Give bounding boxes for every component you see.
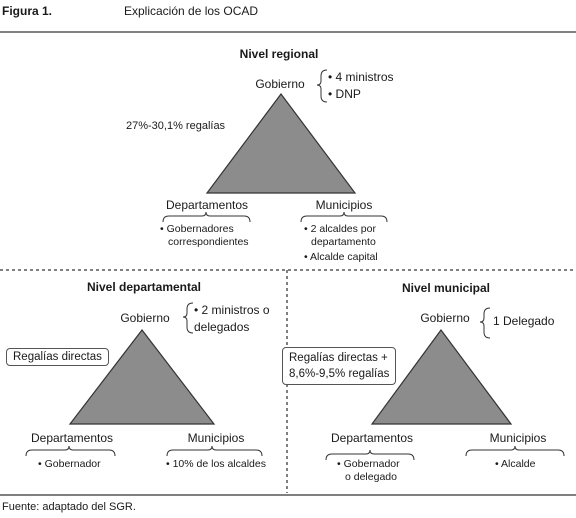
departamental-gobierno-brace xyxy=(182,302,194,334)
municipal-municipios-brace xyxy=(465,445,565,457)
municipal-departamentos-item-2: o delegado xyxy=(345,471,397,483)
regional-gobierno-item-1: • 4 ministros xyxy=(328,70,394,84)
municipal-gobierno-label: Gobierno xyxy=(420,311,470,325)
municipal-gobierno-item-1: 1 Delegado xyxy=(493,314,555,328)
regional-triangle xyxy=(205,92,357,194)
departamental-municipios-brace xyxy=(166,445,263,457)
departamental-gobierno-item-1: • 2 ministros o xyxy=(194,303,270,317)
municipal-departamentos-item-1: • Gobernador xyxy=(337,458,400,470)
departamental-departamentos-item-1: • Gobernador xyxy=(38,458,101,470)
departamental-title: Nivel departamental xyxy=(86,280,202,294)
regional-municipios-item-1: • 2 alcaldes por xyxy=(304,223,376,235)
regional-departamentos-item-2: correspondientes xyxy=(168,236,249,248)
municipal-municipios-item-1: • Alcalde xyxy=(495,458,536,470)
regional-municipios-brace xyxy=(300,211,388,223)
regional-gobierno-item-2: • DNP xyxy=(328,87,361,101)
municipal-municipios-label: Municipios xyxy=(489,431,547,445)
departamental-gobierno-item-2: delegados xyxy=(194,320,250,334)
departamental-regalias-box: Regalías directas xyxy=(6,348,109,366)
departamental-departamentos-label: Departamentos xyxy=(30,431,114,445)
departamental-regalias-label: Regalías directas xyxy=(13,351,102,363)
departamental-municipios-item-1: • 10% de los alcaldes xyxy=(166,458,266,470)
municipal-gobierno-brace xyxy=(479,307,491,339)
regional-departamentos-item-1: • Gobernadores xyxy=(160,223,234,235)
departamental-gobierno-label: Gobierno xyxy=(120,311,170,325)
regional-gobierno-label: Gobierno xyxy=(255,77,305,91)
regional-municipios-label: Municipios xyxy=(315,198,373,212)
municipal-departamentos-label: Departamentos xyxy=(330,431,414,445)
regional-departamentos-brace xyxy=(162,211,251,223)
municipal-departamentos-brace xyxy=(325,449,415,461)
regional-municipios-item-3: • Alcalde capital xyxy=(304,251,378,263)
regional-title: Nivel regional xyxy=(239,47,319,61)
municipal-triangle xyxy=(370,328,513,425)
figure-title: Explicación de los OCAD xyxy=(124,4,259,18)
departamental-municipios-label: Municipios xyxy=(187,431,245,445)
municipal-regalias-line-2: 8,6%-9,5% regalías xyxy=(289,368,390,380)
municipal-title: Nivel municipal xyxy=(401,281,491,295)
regional-departamentos-label: Departamentos xyxy=(165,198,249,212)
regional-regalias-label: 27%-30,1% regalías xyxy=(126,120,226,132)
departamental-triangle xyxy=(68,329,216,425)
municipal-regalias-box: Regalías directas + 8,6%-9,5% regalías xyxy=(282,347,397,385)
departamental-departamentos-brace xyxy=(25,445,116,457)
municipal-regalias-line-1: Regalías directas + xyxy=(289,352,388,364)
figure-source: Fuente: adaptado del SGR. xyxy=(2,501,136,513)
regional-municipios-item-2: departamento xyxy=(311,236,376,248)
figure-label: Figura 1. xyxy=(2,4,53,18)
regional-gobierno-brace xyxy=(316,69,328,103)
